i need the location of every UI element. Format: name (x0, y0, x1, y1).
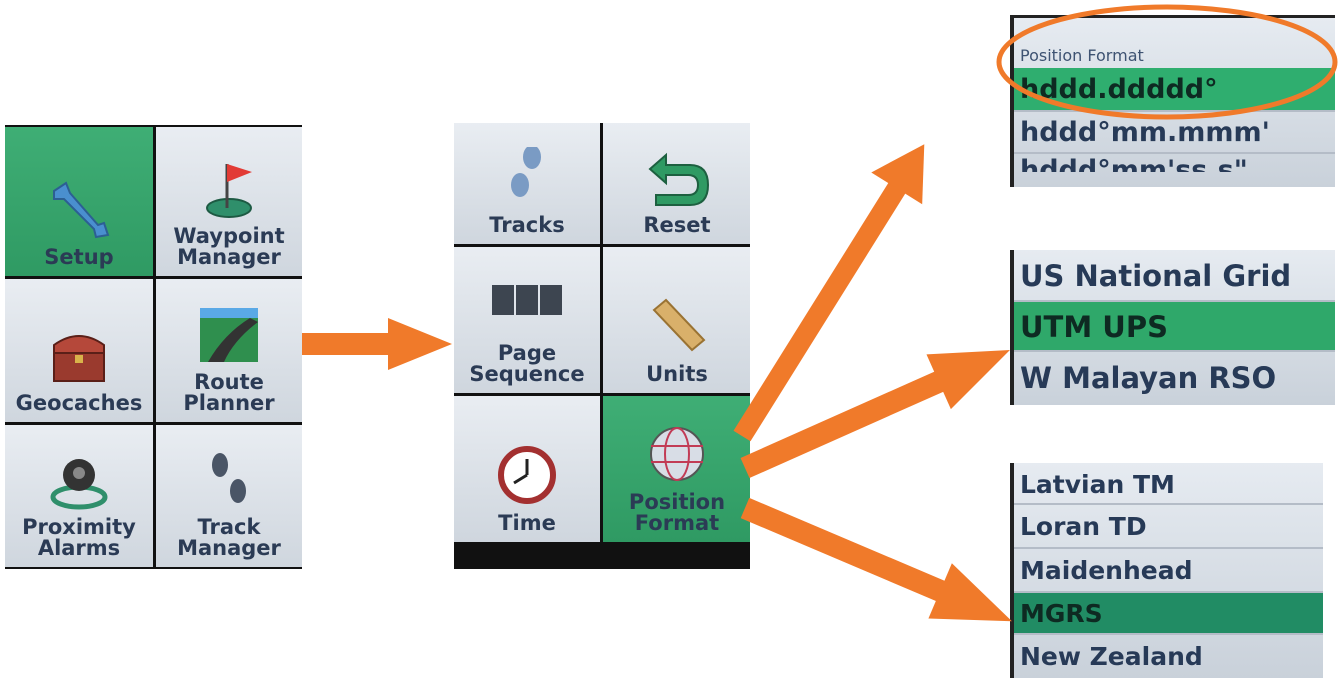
footprints-icon (511, 147, 541, 197)
grid-format-list: US National Grid UTM UPS W Malayan RSO (1010, 250, 1335, 405)
arrow-to-position-format-list (733, 144, 925, 442)
menu-tile-label: Position Format (628, 490, 726, 535)
menu-tile-reset[interactable]: Reset (603, 123, 750, 244)
menu-tile-label: Units (646, 362, 708, 386)
list-item[interactable]: Latvian TM (1014, 463, 1323, 505)
menu-tile-position-format[interactable]: Position Format (603, 396, 750, 542)
footprints-icon (212, 453, 246, 503)
menu-tile-units[interactable]: Units (603, 247, 750, 393)
menu-tile-time[interactable]: Time (454, 396, 600, 542)
proximity-alarm-icon (50, 459, 108, 510)
treasure-chest-icon (53, 335, 105, 382)
menu-tile-label: Reset (643, 213, 711, 237)
list-header: Position Format (1020, 46, 1144, 65)
menu-tile-label: Setup (44, 245, 114, 269)
list-item[interactable]: Loran TD (1014, 505, 1323, 549)
menu-tile-label: Proximity Alarms (22, 515, 136, 560)
list-item[interactable]: hddd°mm'ss.s" (1020, 155, 1248, 172)
main-menu-screen: Setup Waypoint Manager Geocaches (5, 125, 302, 569)
menu-tile-proximity-alarms[interactable]: Proximity Alarms (5, 425, 153, 567)
menu-tile-label: Tracks (489, 213, 565, 237)
list-item[interactable]: Maidenhead (1014, 549, 1323, 593)
menu-tile-waypoint-manager[interactable]: Waypoint Manager (156, 127, 302, 276)
menu-tile-geocaches[interactable]: Geocaches (5, 279, 153, 422)
menu-tile-label: Time (498, 511, 556, 535)
clock-icon (498, 446, 556, 504)
menu-tile-tracks[interactable]: Tracks (454, 123, 600, 244)
menu-tile-page-sequence[interactable]: Page Sequence (454, 247, 600, 393)
arrow-to-grid-list (740, 350, 1010, 479)
list-item[interactable]: hddd°mm.mmm' (1014, 112, 1335, 154)
menu-tile-track-manager[interactable]: Track Manager (156, 425, 302, 567)
menu-tile-label: Page Sequence (469, 341, 585, 386)
menu-tile-label: Waypoint Manager (173, 224, 285, 269)
reset-arrow-icon (648, 152, 710, 206)
arrow-to-datum-list (740, 497, 1012, 622)
wrench-icon (53, 181, 110, 239)
list-item[interactable]: W Malayan RSO (1020, 361, 1277, 395)
globe-icon (650, 427, 704, 481)
menu-tile-label: Geocaches (15, 391, 143, 415)
list-item[interactable]: New Zealand (1020, 642, 1203, 671)
arrow-to-setup-menu (302, 318, 452, 370)
waypoint-flag-icon (206, 164, 252, 218)
highlight-ellipse (996, 4, 1338, 120)
list-item[interactable]: MGRS (1014, 593, 1323, 635)
datum-format-list: Latvian TM Loran TD Maidenhead MGRS New … (1010, 463, 1323, 678)
list-item[interactable]: US National Grid (1014, 250, 1335, 302)
setup-menu-screen: Tracks Reset Page Sequence Units (454, 123, 750, 569)
ruler-icon (652, 298, 706, 352)
menu-tile-route-planner[interactable]: Route Planner (156, 279, 302, 422)
list-item[interactable]: UTM UPS (1014, 302, 1335, 352)
menu-tile-setup[interactable]: Setup (5, 127, 153, 276)
menu-tile-label: Track Manager (177, 515, 281, 560)
road-icon (200, 308, 258, 362)
menu-tile-label: Route Planner (183, 370, 275, 415)
page-sequence-icon (492, 285, 562, 315)
